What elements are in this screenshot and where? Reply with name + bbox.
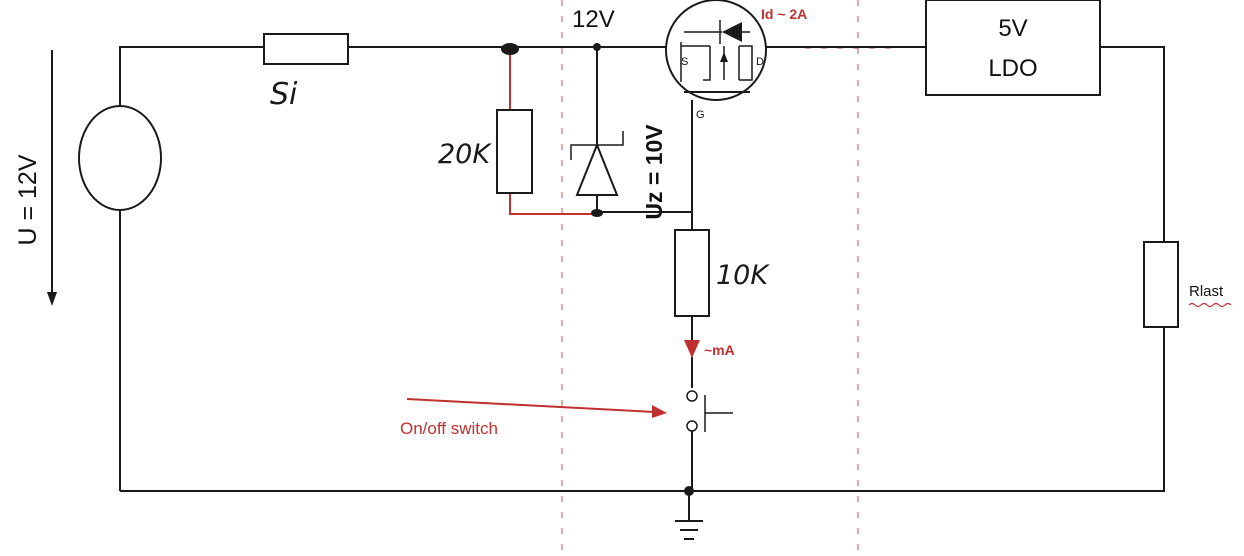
resistor-20k <box>496 109 533 194</box>
resistor-20k-label: 20K <box>438 139 492 170</box>
fuse-label: Si <box>270 77 298 112</box>
mosfet-drain-label: D <box>756 56 764 68</box>
ldo-line1: 5V <box>998 15 1027 42</box>
supply-voltage-label: U = 12V <box>14 154 42 245</box>
zener-diode <box>570 131 624 196</box>
ground-symbol <box>675 520 703 540</box>
switch-pointer-arrow <box>406 398 667 418</box>
load-resistor <box>1143 241 1179 328</box>
on-off-switch <box>686 390 733 432</box>
resistor-10k-label: 10K <box>716 260 770 291</box>
ldo-line2: LDO <box>988 55 1037 82</box>
fuse <box>263 33 349 65</box>
ldo-regulator <box>925 0 1101 96</box>
current-arrow <box>684 340 700 358</box>
load-resistor-label: Rlast <box>1189 283 1224 300</box>
resistor-10k <box>674 229 710 317</box>
guide-lines <box>561 0 900 556</box>
resistor-20k-leads <box>509 47 597 215</box>
supply-voltage-arrow <box>47 50 57 306</box>
mosfet-gate-label: G <box>696 109 705 121</box>
mosfet <box>665 0 767 101</box>
mosfet-source-label: S <box>681 56 688 68</box>
voltage-source <box>78 105 162 211</box>
drain-current-label: Id ~ 2A <box>761 6 807 22</box>
zener-voltage-label: Uz = 10V <box>641 124 667 220</box>
junction-dots <box>501 43 694 496</box>
wires <box>119 46 1165 520</box>
spellcheck-squiggle <box>1188 302 1232 308</box>
switch-label: On/off switch <box>400 419 498 438</box>
switch-current-label: ~mA <box>704 342 735 358</box>
node-voltage-label: 12V <box>572 6 615 33</box>
